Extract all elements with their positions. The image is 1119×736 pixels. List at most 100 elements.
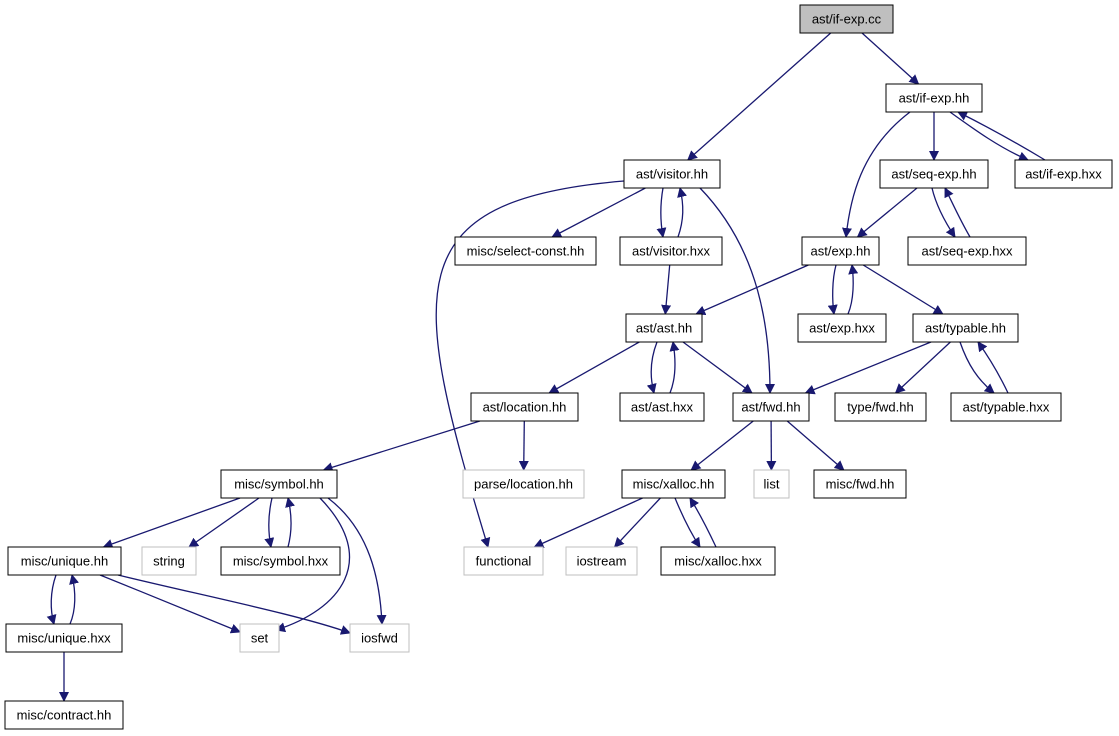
node-if_exp_hh[interactable]: ast/if-exp.hh: [885, 83, 983, 113]
edge-typable_hh-to-type_fwd_hh: [894, 341, 951, 394]
edge-symbol_hh-to-set: [275, 497, 351, 633]
node-label: functional: [476, 554, 532, 569]
node-label: iostream: [577, 554, 627, 569]
edge-xalloc_hxx-to-xalloc_hh: [689, 497, 717, 548]
edge-seq_exp_hh-to-exp_hh: [856, 187, 918, 238]
edge-if_exp_cc-to-visitor_hh: [687, 32, 832, 161]
node-label: parse/location.hh: [474, 477, 573, 492]
node-box: [220, 469, 338, 499]
node-box: [660, 546, 776, 576]
edge-typable_hh-to-typable_hxx: [959, 341, 995, 394]
node-label: ast/seq-exp.hh: [891, 167, 976, 182]
node-iostream: iostream: [565, 546, 638, 576]
node-ast_hxx[interactable]: ast/ast.hxx: [619, 392, 705, 422]
node-box: [349, 623, 410, 653]
edge-location_hh-to-symbol_hh: [322, 420, 481, 473]
node-location_hh[interactable]: ast/location.hh: [470, 392, 579, 422]
node-box: [220, 546, 341, 576]
node-label: misc/xalloc.hxx: [674, 554, 762, 569]
node-label: ast/ast.hh: [636, 321, 692, 336]
node-label: ast/exp.hh: [811, 244, 871, 259]
node-set: set: [239, 623, 280, 653]
node-typable_hxx[interactable]: ast/typable.hxx: [950, 392, 1062, 422]
node-if_exp_hxx[interactable]: ast/if-exp.hxx: [1014, 159, 1113, 189]
node-box: [623, 159, 721, 189]
node-fwd_hh[interactable]: ast/fwd.hh: [732, 392, 810, 422]
edge-location_hh-to-parse_location_hh: [518, 420, 529, 471]
edge-visitor_hxx-to-ast_hh: [661, 264, 672, 315]
node-label: misc/unique.hh: [21, 554, 108, 569]
node-unique_hxx[interactable]: misc/unique.hxx: [5, 623, 123, 653]
edge-visitor_hh-to-functional: [435, 180, 625, 548]
node-misc_fwd_hh[interactable]: misc/fwd.hh: [813, 469, 907, 499]
node-ast_hh[interactable]: ast/ast.hh: [625, 313, 703, 343]
node-box: [4, 700, 124, 730]
node-label: misc/select-const.hh: [467, 244, 585, 259]
node-label: ast/if-exp.cc: [812, 12, 882, 27]
node-contract_hh[interactable]: misc/contract.hh: [4, 700, 124, 730]
node-box: [470, 392, 579, 422]
node-label: ast/if-exp.hxx: [1025, 167, 1102, 182]
edge-visitor_hh-to-select_const_hh: [551, 187, 646, 238]
node-label: list: [764, 477, 780, 492]
node-label: ast/fwd.hh: [741, 400, 800, 415]
edge-typable_hh-to-fwd_hh: [804, 341, 932, 395]
node-box: [753, 469, 790, 499]
edge-seq_exp_hh-to-seq_exp_hxx: [931, 187, 956, 238]
node-symbol_hh[interactable]: misc/symbol.hh: [220, 469, 338, 499]
edge-symbol_hh-to-string: [188, 497, 260, 548]
node-xalloc_hxx[interactable]: misc/xalloc.hxx: [660, 546, 776, 576]
node-exp_hh[interactable]: ast/exp.hh: [801, 236, 880, 266]
node-box: [141, 546, 197, 576]
edge-exp_hxx-to-exp_hh: [847, 264, 859, 315]
edge-visitor_hh-to-fwd_hh: [699, 187, 775, 394]
node-select_const_hh[interactable]: misc/select-const.hh: [454, 236, 597, 266]
node-box: [619, 236, 723, 266]
node-box: [879, 159, 989, 189]
edge-ast_hxx-to-ast_hh: [669, 341, 680, 394]
node-visitor_hh[interactable]: ast/visitor.hh: [623, 159, 721, 189]
edge-symbol_hh-to-symbol_hxx: [264, 497, 275, 548]
node-label: ast/exp.hxx: [809, 321, 875, 336]
edge-unique_hh-to-unique_hxx: [46, 574, 57, 625]
node-box: [813, 469, 907, 499]
node-seq_exp_hxx[interactable]: ast/seq-exp.hxx: [907, 236, 1027, 266]
edge-exp_hh-to-exp_hxx: [827, 264, 838, 315]
node-label: iosfwd: [361, 631, 398, 646]
node-label: ast/typable.hh: [925, 321, 1006, 336]
edge-visitor_hxx-to-visitor_hh: [677, 187, 687, 238]
edge-if_exp_hxx-to-if_exp_hh: [957, 111, 1046, 161]
edge-if_exp_hh-to-exp_hh: [841, 111, 911, 238]
node-visitor_hxx[interactable]: ast/visitor.hxx: [619, 236, 723, 266]
node-typable_hh[interactable]: ast/typable.hh: [912, 313, 1019, 343]
node-unique_hh[interactable]: misc/unique.hh: [7, 546, 122, 576]
edge-exp_hh-to-ast_hh: [695, 264, 809, 315]
node-label: misc/fwd.hh: [826, 477, 895, 492]
edge-ast_hh-to-ast_hxx: [646, 341, 658, 394]
node-label: set: [251, 631, 269, 646]
node-list: list: [753, 469, 790, 499]
node-box: [239, 623, 280, 653]
node-box: [885, 83, 983, 113]
node-box: [797, 313, 887, 343]
node-box: [799, 4, 894, 34]
node-box: [625, 313, 703, 343]
edge-xalloc_hh-to-iostream: [613, 497, 661, 548]
node-exp_hxx[interactable]: ast/exp.hxx: [797, 313, 887, 343]
node-type_fwd_hh[interactable]: type/fwd.hh: [834, 392, 927, 422]
edge-symbol_hxx-to-symbol_hh: [285, 497, 295, 548]
nodes-layer: ast/if-exp.cc ast/if-exp.hh ast/visitor.hh…: [4, 4, 1113, 730]
node-label: misc/symbol.hh: [234, 477, 324, 492]
edge-if_exp_cc-to-if_exp_hh: [861, 32, 920, 85]
node-seq_exp_hh[interactable]: ast/seq-exp.hh: [879, 159, 989, 189]
node-box: [5, 623, 123, 653]
node-label: ast/typable.hxx: [963, 400, 1050, 415]
node-box: [462, 469, 585, 499]
edge-xalloc_hh-to-functional: [533, 497, 643, 548]
node-if_exp_cc[interactable]: ast/if-exp.cc: [799, 4, 894, 34]
node-string: string: [141, 546, 197, 576]
node-xalloc_hh[interactable]: misc/xalloc.hh: [621, 469, 726, 499]
node-symbol_hxx[interactable]: misc/symbol.hxx: [220, 546, 341, 576]
node-label: ast/ast.hxx: [631, 400, 694, 415]
